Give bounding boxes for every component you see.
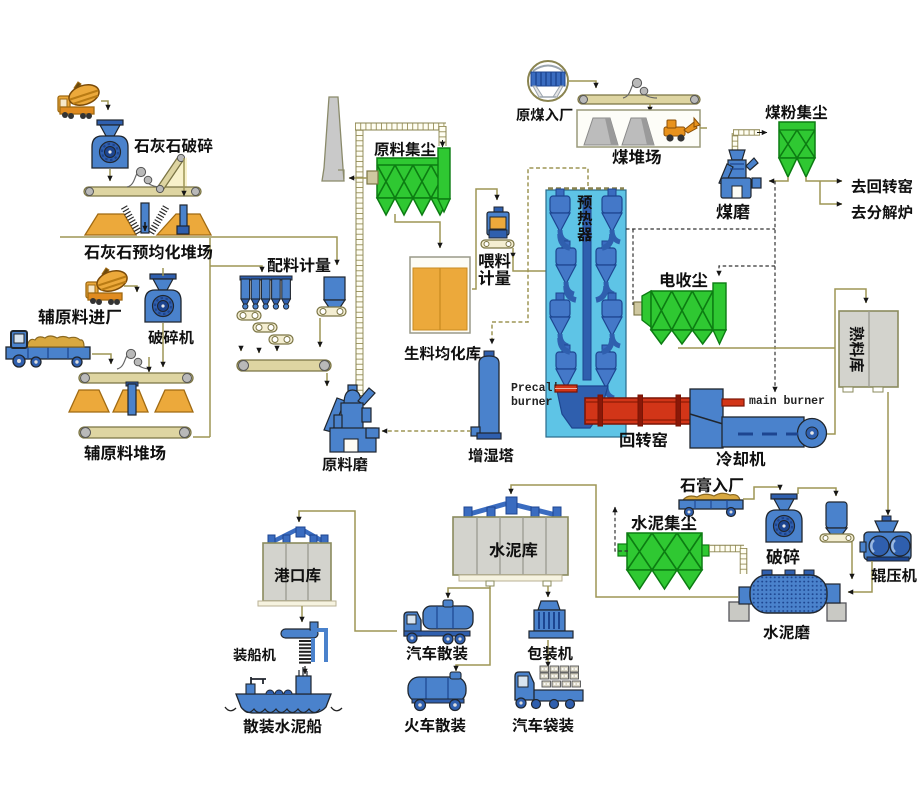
svg-text:Precal': Precal' bbox=[511, 382, 559, 395]
svg-text:main burner: main burner bbox=[749, 395, 825, 408]
svg-text:burner: burner bbox=[511, 396, 553, 409]
